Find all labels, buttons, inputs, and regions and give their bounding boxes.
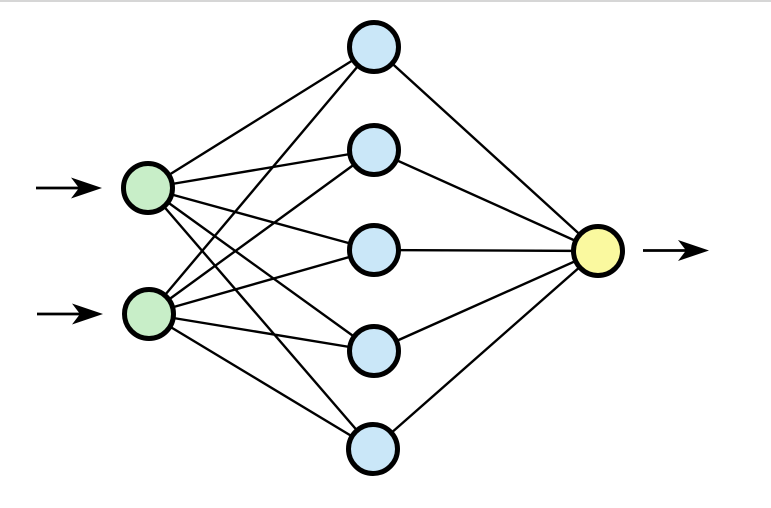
edge-i1-h2 <box>147 148 375 190</box>
edge-h3-o1 <box>373 248 599 253</box>
edge-h2-o1 <box>373 148 599 253</box>
edge-h5-o1 <box>372 250 599 450</box>
output-arrow <box>643 240 709 261</box>
hidden-node-4 <box>347 324 401 378</box>
edge-i1-h4 <box>147 187 375 352</box>
edge-i2-h1 <box>148 46 375 315</box>
output-node-1 <box>571 224 625 278</box>
hidden-node-1 <box>347 20 401 74</box>
edge-i2-h4 <box>148 312 375 353</box>
output-arrow-head-icon <box>678 240 709 261</box>
edge-i1-h5 <box>147 187 374 450</box>
input-arrow-2-head-icon <box>72 303 103 325</box>
hidden-node-3 <box>347 223 401 277</box>
edge-i1-h1 <box>147 45 375 190</box>
hidden-node-2 <box>347 123 401 177</box>
edge-i1-h3 <box>147 186 375 252</box>
input-arrow-1 <box>36 177 102 199</box>
input-arrow-1-head-icon <box>71 177 102 199</box>
input-arrow-2 <box>37 303 103 325</box>
top-border-line <box>0 0 771 2</box>
edge-i2-h5 <box>148 312 374 451</box>
edge-h4-o1 <box>373 249 599 353</box>
edge-i2-h2 <box>148 149 375 315</box>
input-node-1 <box>121 161 175 215</box>
hidden-node-5 <box>346 422 400 476</box>
edge-i2-h3 <box>148 248 375 316</box>
edge-h1-o1 <box>373 46 599 252</box>
input-node-2 <box>122 287 176 341</box>
